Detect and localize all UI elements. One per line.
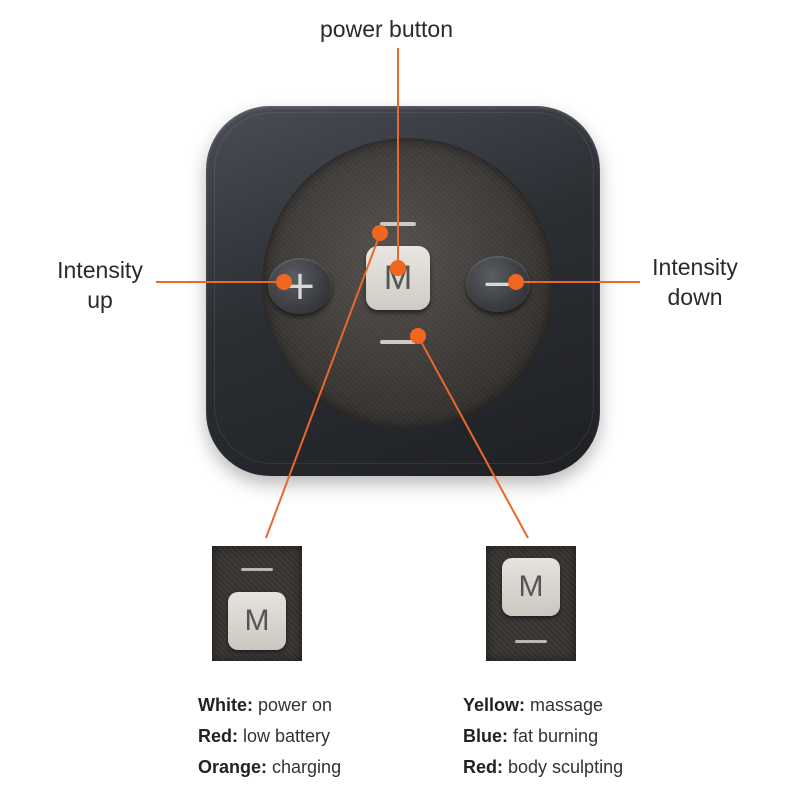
power-mode-button[interactable]: M	[366, 246, 430, 310]
legend-value: fat burning	[513, 726, 599, 746]
legend-row: Red: low battery	[198, 721, 341, 752]
bottom-indicator-zoom-inset: M	[486, 546, 576, 661]
legend-row: Blue: fat burning	[463, 721, 623, 752]
legend-key: Yellow:	[463, 695, 526, 715]
legend-value: charging	[272, 757, 342, 777]
bottom-indicator-light	[380, 340, 416, 344]
legend-key: Blue:	[463, 726, 508, 746]
top-indicator-light-zoomed	[241, 568, 273, 571]
mode-button-zoomed: M	[228, 592, 286, 650]
legend-value: massage	[530, 695, 604, 715]
intensity-down-label: Intensity down	[630, 252, 760, 312]
top-indicator-legend: White: power on Red: low battery Orange:…	[198, 690, 341, 783]
intensity-down-button[interactable]: −	[466, 256, 530, 312]
intensity-down-label-line1: Intensity	[652, 254, 738, 280]
intensity-up-label-line2: up	[87, 287, 113, 313]
legend-key: Red:	[198, 726, 238, 746]
intensity-up-button[interactable]: +	[268, 258, 332, 314]
intensity-down-label-line2: down	[667, 284, 723, 310]
mode-button-zoomed-letter: M	[518, 570, 544, 603]
bottom-indicator-light-zoomed	[515, 640, 547, 643]
mode-button-zoomed: M	[502, 558, 560, 616]
legend-value: low battery	[243, 726, 331, 746]
bottom-indicator-legend: Yellow: massage Blue: fat burning Red: b…	[463, 690, 623, 783]
mode-button-zoomed-letter: M	[244, 604, 270, 637]
legend-row: Yellow: massage	[463, 690, 623, 721]
top-indicator-light	[380, 222, 416, 226]
power-button-label: power button	[320, 16, 453, 42]
legend-key: White:	[198, 695, 253, 715]
legend-row: White: power on	[198, 690, 341, 721]
legend-value: power on	[258, 695, 333, 715]
legend-key: Red:	[463, 757, 503, 777]
minus-icon: −	[481, 261, 515, 307]
top-indicator-zoom-inset: M	[212, 546, 302, 661]
intensity-up-label: Intensity up	[40, 255, 160, 315]
legend-key: Orange:	[198, 757, 268, 777]
mode-button-letter: M	[383, 258, 413, 297]
plus-icon: +	[283, 263, 317, 309]
legend-row: Orange: charging	[198, 752, 341, 783]
legend-row: Red: body sculpting	[463, 752, 623, 783]
intensity-up-label-line1: Intensity	[57, 257, 143, 283]
legend-value: body sculpting	[508, 757, 624, 777]
